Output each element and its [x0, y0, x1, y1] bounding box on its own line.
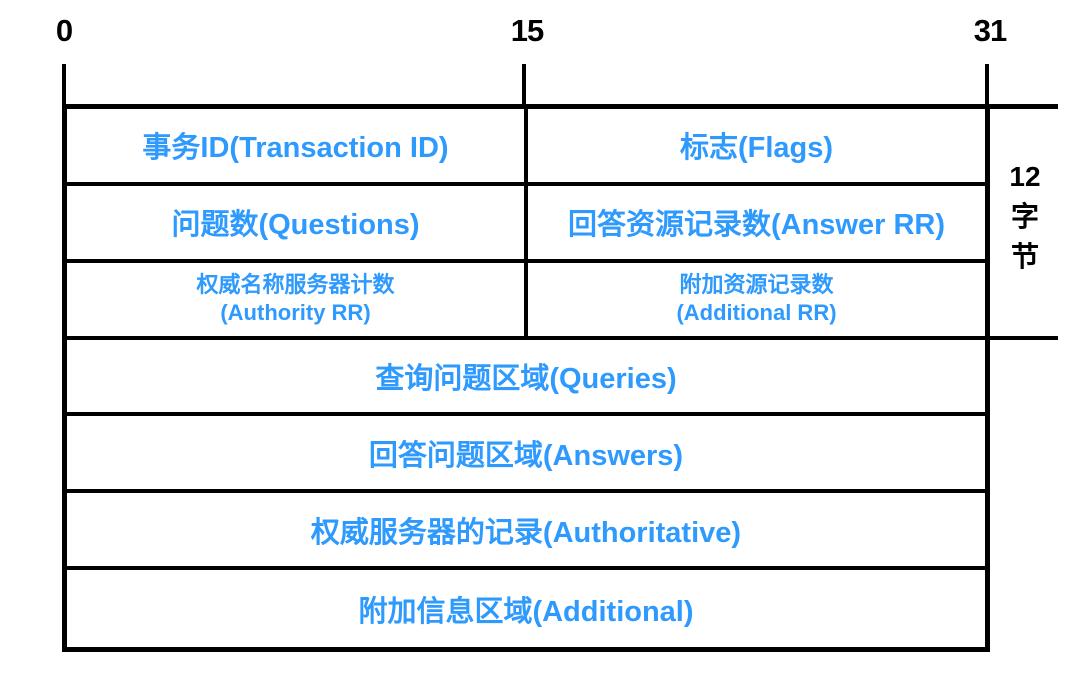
byte-size-label: 12 字 节: [994, 157, 1056, 276]
bit-label-0: 0: [55, 13, 73, 48]
field-questions-label: 问题数(Questions): [171, 209, 420, 242]
field-flags: 标志(Flags): [528, 109, 985, 182]
field-additional-rr-label-cn: 附加资源记录数: [679, 271, 834, 297]
section-authoritative: 权威服务器的记录(Authoritative): [67, 493, 985, 566]
byte-size-label-number: 12: [1009, 161, 1041, 192]
axis-tick-31: [985, 64, 989, 109]
bit-label-15: 15: [510, 13, 544, 48]
section-queries-label: 查询问题区域(Queries): [375, 362, 677, 395]
field-answer-rr: 回答资源记录数(Answer RR): [528, 186, 985, 259]
section-row-additional: 附加信息区域(Additional): [67, 570, 985, 647]
field-additional-rr-label-en: (Additional RR): [676, 300, 837, 326]
field-transaction-id: 事务ID(Transaction ID): [67, 109, 528, 182]
axis-tick-15: [522, 64, 526, 109]
section-answers: 回答问题区域(Answers): [67, 416, 985, 489]
bracket-top-line: [990, 104, 1058, 109]
section-additional: 附加信息区域(Additional): [67, 570, 985, 647]
field-authority-rr-label-cn: 权威名称服务器计数: [196, 271, 395, 297]
section-row-answers: 回答问题区域(Answers): [67, 416, 985, 494]
field-flags-label: 标志(Flags): [679, 132, 834, 165]
bracket-bottom-line: [990, 336, 1058, 340]
header-row-2: 问题数(Questions) 回答资源记录数(Answer RR): [67, 185, 985, 263]
axis-tick-0: [62, 64, 66, 109]
header-row-3: 权威名称服务器计数 (Authority RR) 附加资源记录数 (Additi…: [67, 262, 985, 340]
field-transaction-id-label: 事务ID(Transaction ID): [142, 132, 449, 165]
bit-label-31: 31: [973, 13, 1007, 48]
section-answers-label: 回答问题区域(Answers): [368, 439, 684, 472]
byte-size-label-char-2: 节: [1010, 240, 1039, 272]
field-additional-rr: 附加资源记录数 (Additional RR): [528, 263, 985, 336]
field-answer-rr-label: 回答资源记录数(Answer RR): [567, 209, 945, 242]
field-authority-rr: 权威名称服务器计数 (Authority RR): [67, 262, 528, 336]
section-queries: 查询问题区域(Queries): [67, 340, 985, 413]
header-row-1: 事务ID(Transaction ID) 标志(Flags): [67, 109, 985, 186]
section-row-authoritative: 权威服务器的记录(Authoritative): [67, 493, 985, 571]
section-additional-label: 附加信息区域(Additional): [358, 595, 694, 628]
field-questions: 问题数(Questions): [67, 185, 528, 259]
section-row-queries: 查询问题区域(Queries): [67, 340, 985, 417]
byte-size-label-char-1: 字: [1010, 200, 1039, 232]
section-authoritative-label: 权威服务器的记录(Authoritative): [310, 516, 742, 549]
packet-table: 事务ID(Transaction ID) 标志(Flags) 问题数(Quest…: [62, 104, 990, 652]
field-authority-rr-label-en: (Authority RR): [220, 300, 371, 326]
